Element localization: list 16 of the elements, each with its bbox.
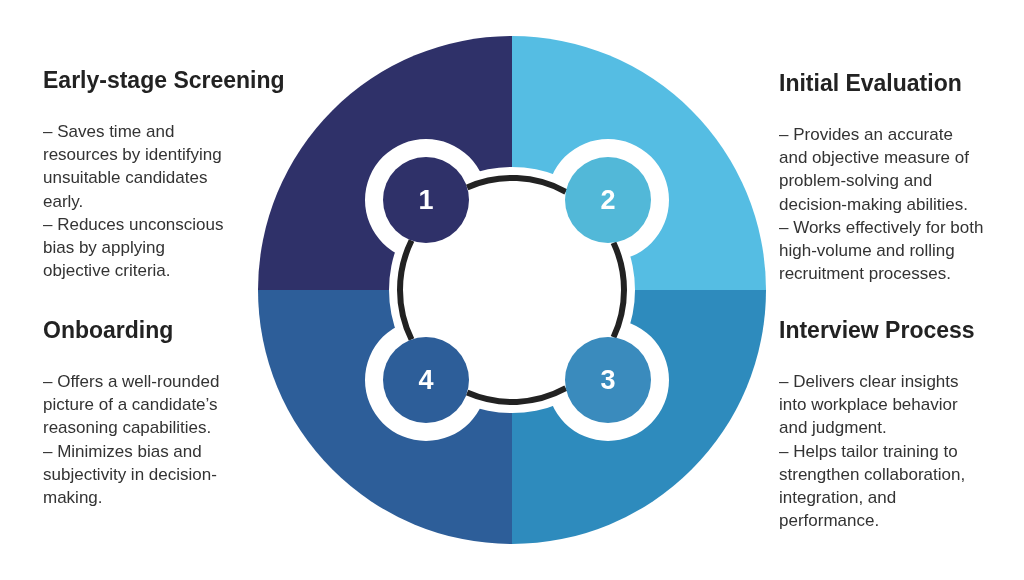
bullet-text: – Works effectively for both high-volume and rolling recruitment processes. [779, 216, 985, 286]
ring-connector [610, 241, 627, 339]
ring-connector [466, 385, 568, 405]
section-heading: Early-stage Screening [43, 66, 285, 94]
section-heading: Initial Evaluation [779, 69, 962, 97]
bullet-text: – Offers a well-rounded picture of a candidate’s reasoning capabilities. [43, 371, 221, 440]
ring-connector [466, 175, 568, 195]
bullet-text: – Saves time and resources by identifying unsuitable candidates early. [43, 121, 223, 213]
ring-connector [397, 239, 415, 341]
bullet-text: – Helps tailor training to strengthen collaboration, integration, and performance. [779, 440, 967, 533]
section-heading: Onboarding [43, 316, 174, 344]
bullet-text: – Reduces unconscious bias by applying objective criteria. [43, 213, 225, 283]
bullet-text: – Minimizes bias and subjectivity in decision-making. [43, 440, 218, 509]
section-heading: Interview Process [779, 316, 975, 344]
bullet-text: – Provides an accurate and objective measure of problem-solving and decision-making abilities. [779, 124, 970, 216]
bullet-text: – Delivers clear insights into workplace behavior and judgment. [779, 371, 960, 440]
